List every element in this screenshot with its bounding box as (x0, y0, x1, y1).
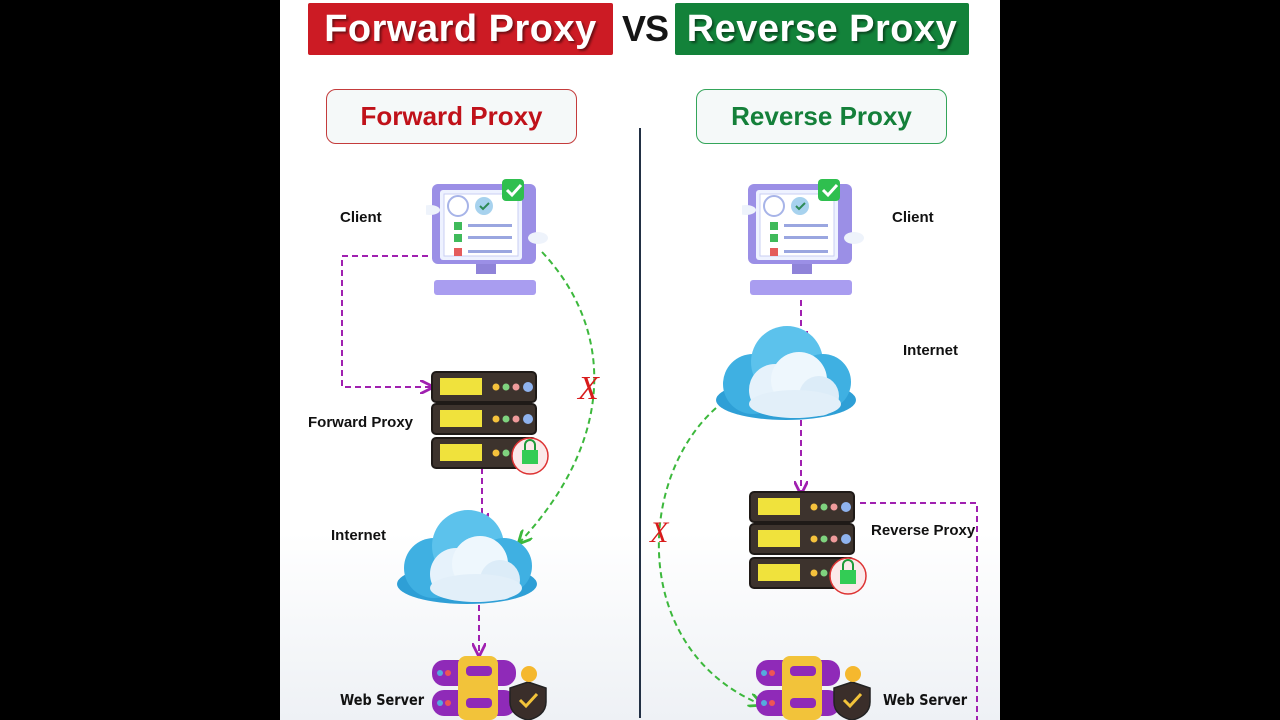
flow-client-to-forward-proxy (341, 255, 431, 387)
vs-label: VS (621, 8, 669, 49)
infographic-canvas: Forward Proxy VS Reverse Proxy Forward P… (280, 0, 1000, 720)
forward-proxy-server-rack-icon (431, 371, 549, 475)
left-internet-label: Internet (331, 527, 387, 544)
forward-proxy-panel-title: Forward Proxy (326, 89, 577, 144)
right-client-label: Client (892, 209, 934, 226)
right-client-monitor-icon (742, 179, 864, 295)
left-forward-proxy-label: Forward Proxy (308, 414, 414, 431)
right-internet-cloud-icon (716, 326, 856, 420)
shield-check-icon (509, 681, 547, 720)
reverse-proxy-banner: Reverse Proxy (675, 3, 969, 55)
right-web-server-label: Web Server (883, 691, 968, 709)
flow-connectors (341, 251, 978, 720)
left-internet-cloud-icon (397, 510, 537, 604)
panel-divider (639, 128, 641, 718)
flow-internet-direct-blocked (658, 407, 760, 704)
right-internet-label: Internet (903, 342, 959, 359)
reverse-proxy-panel-title: Reverse Proxy (696, 89, 947, 144)
left-blocked-mark: X (578, 370, 599, 407)
left-web-server-icon (432, 656, 547, 720)
left-client-label: Client (340, 209, 382, 226)
shield-check-icon (833, 681, 871, 720)
flow-reverse-proxy-to-web-server (860, 502, 978, 720)
right-reverse-proxy-label: Reverse Proxy (871, 522, 976, 539)
left-client-monitor-icon (426, 179, 548, 295)
forward-proxy-banner: Forward Proxy (308, 3, 613, 55)
left-web-server-label: Web Server (340, 691, 425, 709)
right-blocked-mark: X (650, 516, 669, 549)
reverse-proxy-server-rack-icon (749, 491, 867, 595)
flow-client-direct-blocked (520, 251, 596, 542)
right-web-server-icon (756, 656, 871, 720)
